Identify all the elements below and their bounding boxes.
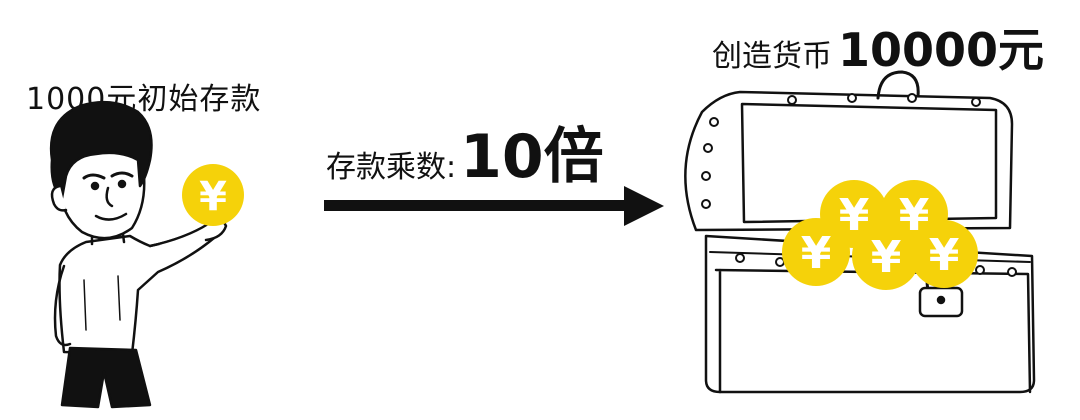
coin-pile-coin: ¥ (910, 220, 978, 288)
multiplier-label: 存款乘数: (326, 150, 457, 185)
svg-text:¥: ¥ (871, 232, 902, 283)
multiplier-value: 10倍 (460, 122, 604, 192)
coin-symbol: ¥ (199, 174, 227, 220)
deposit-multiplier: 存款乘数: 10倍 (326, 108, 604, 195)
coin-pile: ¥ ¥ ¥ ¥ ¥ (782, 180, 978, 290)
initial-deposit-label: 1000元初始存款 (26, 82, 262, 117)
svg-text:¥: ¥ (801, 228, 832, 279)
svg-text:¥: ¥ (929, 230, 960, 281)
arrow (324, 186, 664, 226)
coin-pile-coin: ¥ (852, 222, 920, 290)
created-money-value: 10000元 (838, 23, 1045, 77)
coin-in-hand: ¥ (182, 164, 244, 226)
person-illustration (49, 100, 228, 409)
created-money-label: 创造货币 (712, 39, 832, 74)
created-money: 创造货币 10000元 (712, 14, 1044, 80)
coin-pile-coin: ¥ (782, 218, 850, 286)
